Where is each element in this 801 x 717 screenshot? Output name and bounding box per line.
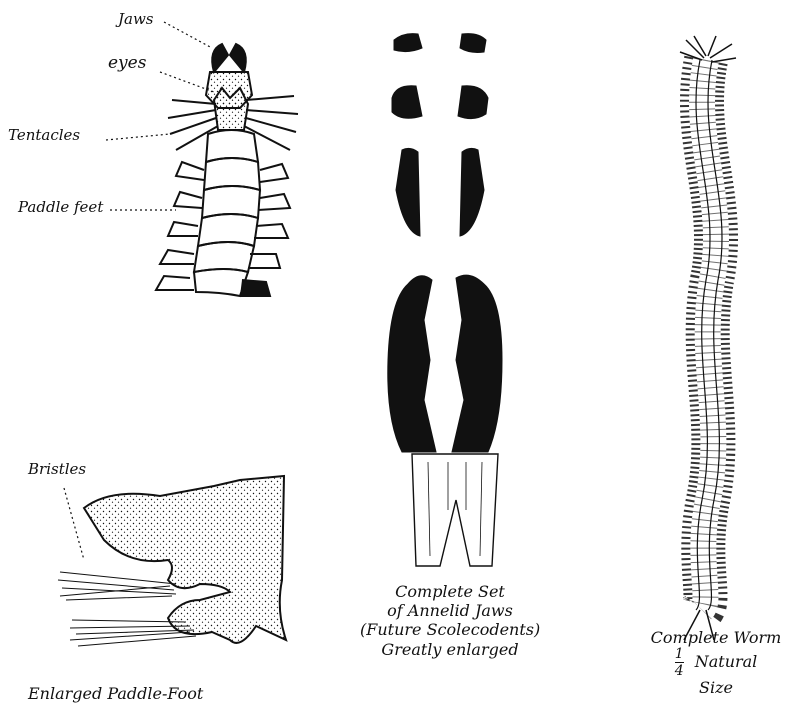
worm-caption: Complete Worm 1 4 Natural Size: [632, 628, 800, 697]
jaw-caption-line-4: Greatly enlarged: [360, 640, 540, 659]
paddle-foot-drawing: [58, 476, 286, 646]
jaw-set-caption: Complete Set of Annelid Jaws (Future Sco…: [360, 582, 540, 659]
jaw-caption-line-1: Complete Set: [360, 582, 540, 601]
complete-worm-drawing: [680, 36, 736, 640]
paddle-feet-label: Paddle feet: [18, 200, 103, 216]
worm-caption-line-1: Complete Worm: [632, 628, 800, 647]
jaw-caption-line-3: (Future Scolecodents): [360, 620, 540, 639]
jaw-caption-line-2: of Annelid Jaws: [360, 601, 540, 620]
bristles-label: Bristles: [28, 462, 86, 478]
fraction-denominator: 4: [675, 663, 684, 679]
quarter-fraction: 1 4: [675, 647, 684, 678]
tentacles-label: Tentacles: [8, 128, 80, 144]
natural-text: Natural: [695, 652, 758, 671]
fraction-numerator: 1: [675, 646, 684, 662]
paddle-foot-caption: Enlarged Paddle-Foot: [28, 684, 203, 703]
eyes-label: eyes: [108, 55, 146, 73]
jaw-set-drawing: [388, 34, 502, 566]
worm-caption-line-3: Size: [632, 678, 800, 697]
worm-caption-line-2: 1 4 Natural: [632, 647, 800, 678]
jaws-label: Jaws: [118, 12, 154, 28]
